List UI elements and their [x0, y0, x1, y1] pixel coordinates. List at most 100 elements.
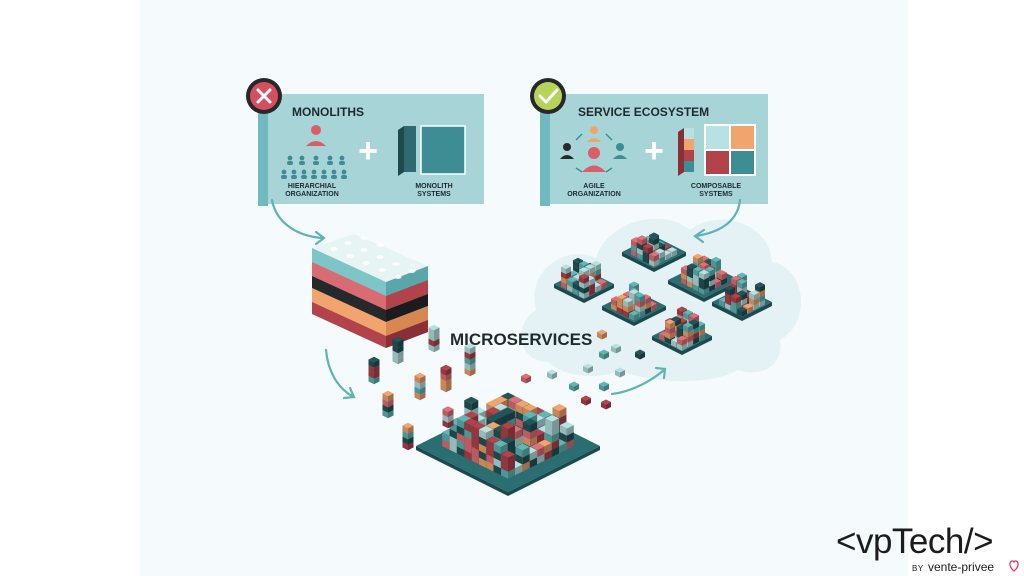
hierarchical-organization-icon: [281, 125, 347, 179]
vptech-logo: <vpTech/> BY vente-privee: [836, 522, 1022, 574]
service-cube: [478, 425, 493, 440]
monolith-block: [312, 234, 428, 348]
service-cube: [689, 312, 699, 323]
monoliths-panel-side: [258, 94, 268, 206]
service-cube: [464, 396, 479, 411]
service-cube: [428, 324, 440, 336]
heart-icon: [1009, 560, 1019, 572]
ecosystem-sys-label-1: COMPOSABLE: [691, 183, 742, 190]
microservices-label: MICROSERVICES: [450, 330, 592, 349]
service-cube: [599, 349, 609, 360]
monoliths-title: MONOLITHS: [292, 105, 364, 119]
monoliths-sys-label-2: SYSTEMS: [417, 191, 451, 198]
service-cube: [737, 306, 747, 317]
ecosystem-title: SERVICE ECOSYSTEM: [578, 105, 709, 119]
logo-mark-close: />: [963, 522, 994, 561]
microservices-city: [368, 324, 600, 496]
service-cube: [493, 440, 508, 455]
service-cube: [523, 418, 538, 433]
service-cube: [581, 395, 591, 406]
monoliths-org-label-2: ORGANIZATION: [285, 191, 339, 198]
service-cube: [725, 285, 735, 296]
monoliths-plus-sign: +: [358, 132, 378, 170]
service-cube: [643, 243, 653, 254]
flow-arrows: [270, 198, 742, 400]
arrow-microservices-to-cloud: [610, 368, 666, 396]
service-cube: [569, 381, 579, 392]
check-icon: [538, 88, 559, 104]
arrow-monoliths-to-block: [270, 198, 324, 240]
service-cube: [635, 349, 645, 360]
service-cube: [683, 322, 693, 333]
agile-organization-icon: [560, 126, 627, 173]
service-cube: [440, 364, 452, 376]
monoliths-org-label-1: HIERARCHIAL: [288, 183, 337, 190]
service-cube: [464, 343, 476, 355]
cloud-shape: [521, 218, 802, 382]
service-cube: [611, 343, 621, 354]
floating-service-cubes: [521, 329, 645, 410]
service-cube: [547, 369, 557, 380]
ecosystem-org-label-1: AGILE: [583, 183, 605, 190]
logo-wordmark: <vpTech/>: [836, 522, 994, 562]
base-plate-edge: [554, 284, 614, 303]
service-cube: [368, 356, 380, 368]
base-plate-edge: [602, 306, 666, 326]
service-cube: [717, 270, 727, 281]
service-cube: [649, 251, 659, 262]
ecosystem-panel-face: [540, 94, 768, 204]
service-cube: [559, 421, 574, 436]
service-cube: [402, 422, 414, 434]
service-cube: [515, 443, 530, 458]
base-plate-edge: [622, 252, 686, 272]
service-cube: [737, 278, 747, 289]
service-cube: [711, 256, 721, 267]
service-cube: [545, 414, 560, 429]
service-cube: [699, 269, 709, 280]
service-cube: [623, 297, 633, 308]
ecosystem-panel-side: [540, 94, 550, 206]
service-cube: [501, 450, 515, 465]
service-cube: [615, 367, 625, 378]
service-cube: [382, 390, 394, 402]
monoliths-panel: MONOLITHS HIERARCHIAL ORGANIZATION + MON…: [246, 78, 484, 206]
service-cube: [629, 310, 639, 321]
base-plate-edge: [652, 336, 712, 355]
service-cube: [583, 363, 593, 374]
service-cube: [649, 235, 659, 246]
service-cube: [392, 336, 404, 348]
ecosystem-sys-label-2: SYSTEMS: [699, 191, 733, 198]
logo-mark-accent: Tech: [891, 522, 964, 561]
composable-systems-icon: [678, 124, 756, 176]
service-cube: [597, 329, 607, 340]
service-cube: [501, 422, 515, 437]
base-plate-edge: [712, 302, 772, 321]
service-cube: [755, 282, 765, 293]
ecosystem-status-badge: [530, 78, 566, 114]
service-ecosystem-city: [554, 232, 772, 355]
service-cube: [552, 403, 567, 418]
service-cube: [731, 293, 741, 304]
monolith-systems-icon: [398, 125, 466, 176]
ecosystem-plus-sign: +: [644, 132, 664, 170]
service-cube: [635, 292, 645, 303]
logo-brand: vente-privee: [928, 560, 995, 574]
logo-mark-open: <vp: [836, 522, 892, 561]
service-cube: [521, 373, 531, 384]
service-cube: [601, 399, 611, 410]
logo-by: BY: [912, 564, 924, 573]
service-cube: [579, 273, 589, 284]
service-cube: [693, 253, 703, 264]
service-cube: [414, 372, 426, 384]
ecosystem-panel: SERVICE ECOSYSTEM AGILE ORGANIZATION +: [530, 78, 768, 206]
service-cube: [665, 319, 675, 330]
service-cube: [749, 290, 759, 301]
x-icon: [256, 88, 272, 104]
monoliths-sys-label-1: MONOLITH: [415, 183, 452, 190]
service-cube: [637, 235, 647, 246]
arrow-block-to-microservices: [324, 348, 354, 398]
monoliths-status-badge: [246, 78, 282, 114]
service-cube: [677, 335, 687, 346]
service-cube: [561, 264, 571, 275]
